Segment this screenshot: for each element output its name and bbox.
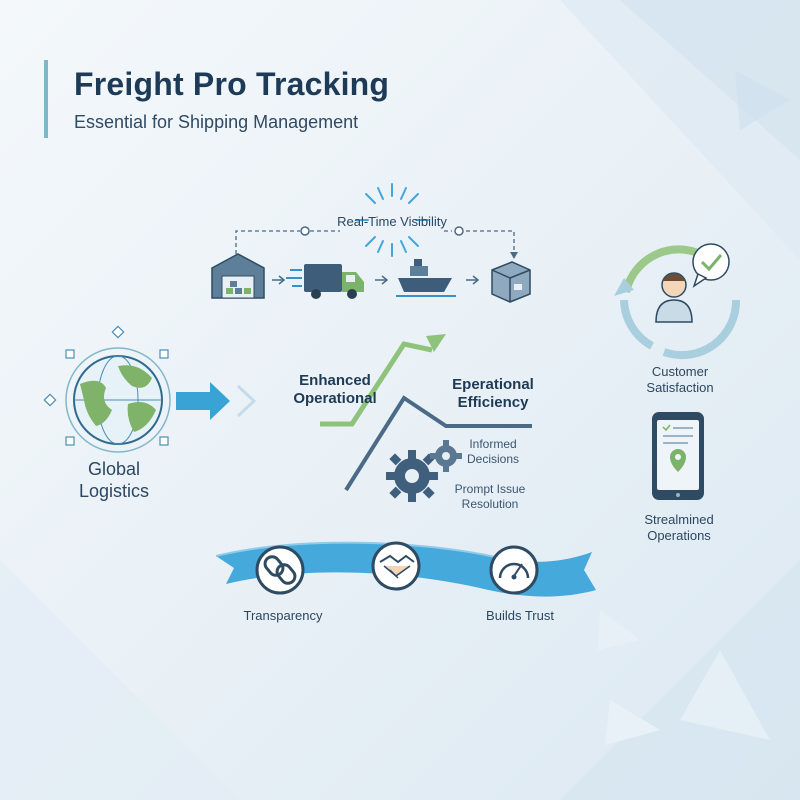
package-icon bbox=[491, 261, 531, 303]
prompt-line1: Prompt Issue bbox=[454, 482, 526, 496]
streamlined-line1: Strealmined bbox=[644, 512, 714, 527]
gear-large-icon bbox=[386, 450, 438, 502]
enhanced-operational-label: Enhanced Operational bbox=[293, 372, 376, 408]
eperational-efficiency-label: Eperational Efficiency bbox=[452, 376, 534, 412]
gear-small-icon bbox=[430, 440, 462, 472]
phone-icon bbox=[652, 412, 704, 500]
flow-arrow-3 bbox=[466, 275, 480, 285]
page-title: Freight Pro Tracking bbox=[74, 66, 390, 102]
handshake-icon bbox=[371, 541, 421, 591]
chain-link-icon bbox=[255, 545, 305, 595]
informed-decisions-label: Informed Decisions bbox=[467, 437, 519, 467]
prompt-line2: Resolution bbox=[461, 497, 519, 511]
enhanced-line2: Operational bbox=[293, 390, 377, 407]
customer-line1: Customer bbox=[651, 364, 709, 379]
streamlined-operations-label: Strealmined Operations bbox=[644, 512, 713, 544]
customer-line2: Satisfaction bbox=[646, 380, 714, 395]
enhanced-line1: Enhanced bbox=[299, 372, 371, 389]
truck-icon bbox=[286, 264, 364, 299]
ship-icon bbox=[396, 259, 456, 297]
global-logistics-line2: Logistics bbox=[78, 481, 150, 501]
streamlined-line2: Operations bbox=[647, 528, 711, 543]
transparency-label: Transparency bbox=[243, 608, 323, 623]
bracket-arrowhead bbox=[510, 252, 518, 259]
eperational-line1: Eperational bbox=[452, 376, 534, 393]
eperational-line2: Efficiency bbox=[457, 394, 529, 411]
bracket-node-left bbox=[300, 226, 310, 236]
globe-icon bbox=[65, 347, 171, 453]
checkmark-bubble-icon bbox=[692, 243, 730, 288]
visibility-label: Real-Time Visibility bbox=[337, 214, 447, 229]
flow-arrow-1 bbox=[272, 275, 286, 285]
growth-line-navy bbox=[344, 395, 532, 492]
globe-arrow bbox=[176, 382, 257, 420]
sunburst-icon bbox=[355, 183, 429, 257]
page-subtitle: Essential for Shipping Management bbox=[74, 112, 359, 132]
global-logistics-label: Global Logistics bbox=[79, 458, 149, 502]
gauge-icon bbox=[489, 545, 539, 595]
warehouse-icon bbox=[211, 253, 265, 299]
builds-trust-label: Builds Trust bbox=[486, 608, 554, 623]
network-nodes bbox=[43, 325, 169, 446]
prompt-issue-label: Prompt Issue Resolution bbox=[455, 482, 526, 512]
global-logistics-line1: Global bbox=[87, 459, 141, 479]
informed-line1: Informed bbox=[469, 437, 517, 451]
bracket-node-right bbox=[454, 226, 464, 236]
customer-satisfaction-label: Customer Satisfaction bbox=[646, 364, 713, 396]
customer-avatar-icon bbox=[655, 272, 693, 323]
title-accent-bar bbox=[44, 60, 48, 138]
flow-arrow-2 bbox=[375, 275, 389, 285]
informed-line2: Decisions bbox=[466, 452, 520, 466]
visibility-bracket bbox=[235, 230, 515, 254]
growth-arrow-green bbox=[320, 334, 446, 427]
